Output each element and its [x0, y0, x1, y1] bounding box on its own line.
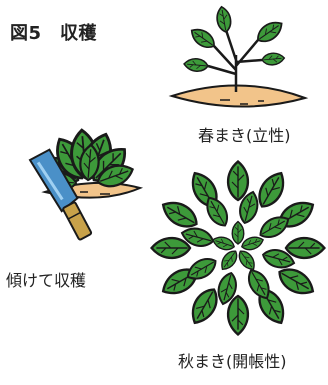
spring-plant-stems — [207, 29, 263, 92]
rosette-center — [210, 220, 266, 274]
sickle-knife-icon — [28, 148, 93, 241]
autumn-plant-icon — [150, 160, 326, 336]
harvest-soil-marks — [80, 191, 110, 195]
spring-plant-icon — [168, 4, 309, 108]
caption-tilt-harvest: 傾けて収穫 — [6, 271, 87, 290]
rosette-middle-ring — [178, 188, 298, 308]
caption-autumn-sowing: 秋まき(開帳性) — [178, 352, 287, 371]
soil-marks — [220, 99, 264, 105]
figure-title: 図5 収穫 — [10, 23, 98, 44]
knife-blade — [28, 148, 79, 213]
knife-handle — [62, 201, 93, 241]
soil-mound — [168, 84, 309, 108]
knife-shine — [36, 161, 64, 201]
rosette-outer-ring — [150, 160, 326, 336]
caption-spring-sowing: 春まき(立性) — [198, 126, 291, 145]
